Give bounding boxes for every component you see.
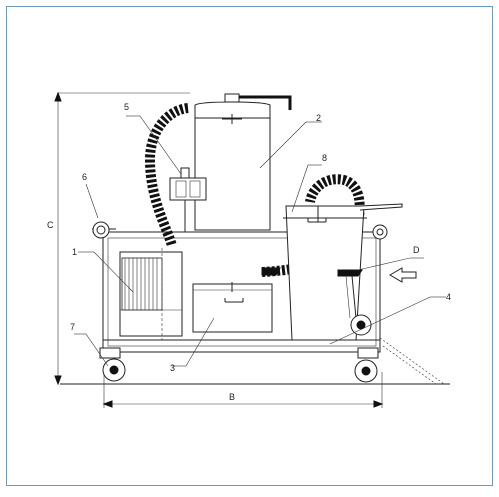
main-tank xyxy=(192,93,292,333)
lever xyxy=(261,267,363,319)
label-d: D xyxy=(413,245,420,255)
label-8: 8 xyxy=(322,153,327,163)
label-3: 3 xyxy=(170,363,175,373)
dim-b-label: B xyxy=(229,392,235,402)
dimension-c: C xyxy=(47,91,190,386)
caster-right xyxy=(354,347,379,383)
label-5: 5 xyxy=(124,102,129,112)
label-2: 2 xyxy=(316,113,321,123)
label-7: 7 xyxy=(70,322,75,332)
label-1: 1 xyxy=(72,247,77,257)
caster-left xyxy=(99,347,126,382)
collection-bin xyxy=(283,203,403,341)
label-6: 6 xyxy=(82,172,87,182)
airflow-arrow-icon xyxy=(389,267,417,283)
dim-c-label: C xyxy=(47,220,54,230)
lifting-ring-right xyxy=(372,224,388,240)
border xyxy=(6,6,493,486)
label-4: 4 xyxy=(446,292,451,302)
motor-unit xyxy=(119,248,183,340)
dimension-b: B xyxy=(102,372,384,408)
rear-roller xyxy=(350,314,372,336)
lifting-ring-left xyxy=(92,221,110,239)
ramp xyxy=(379,337,445,385)
hose-bracket xyxy=(169,167,207,232)
callouts: 1 2 3 4 5 6 7 8 D xyxy=(70,102,451,373)
